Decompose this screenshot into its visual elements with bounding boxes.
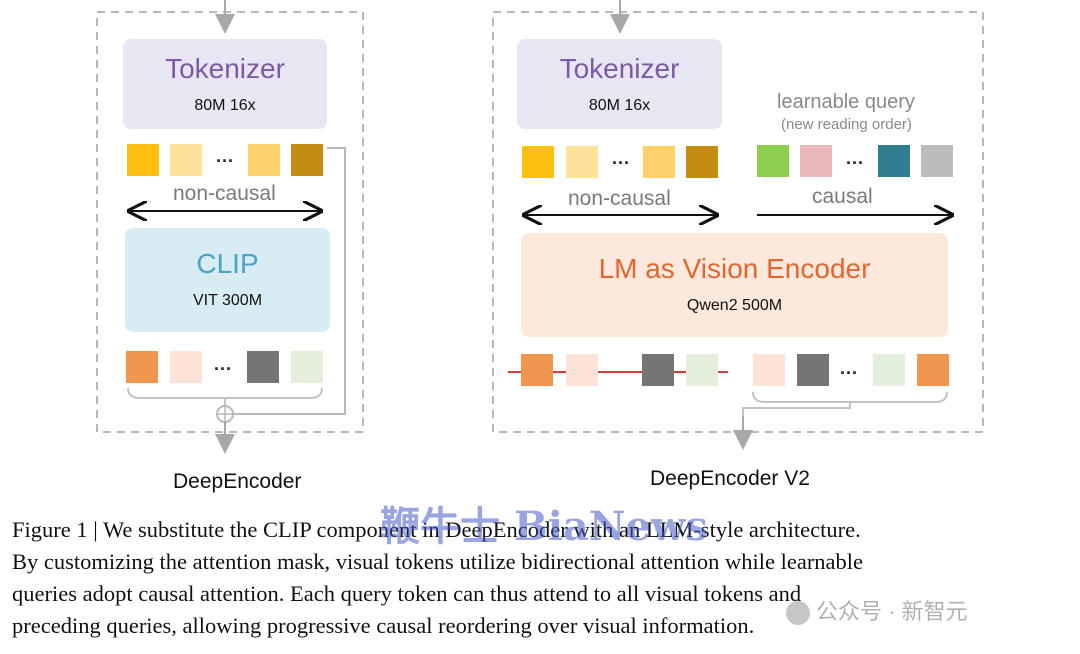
output-token — [291, 351, 323, 383]
clip-spec: VIT 300M — [192, 292, 263, 309]
output-token — [247, 351, 279, 383]
visual-token — [566, 146, 598, 178]
tokenizer-title: Tokenizer — [559, 53, 680, 84]
tokenizer-box-left: Tokenizer 80M 16x — [123, 39, 327, 129]
tokenizer-title: Tokenizer — [165, 53, 285, 84]
output-token — [642, 354, 674, 386]
wechat-watermark-text: 公众号 · 新智元 — [816, 599, 968, 624]
caption-line: Figure 1 | We substitute the CLIP compon… — [12, 517, 861, 542]
output-token — [686, 354, 718, 386]
query-token — [878, 145, 910, 177]
deepencoder-frame — [96, 11, 364, 433]
wechat-icon — [786, 601, 810, 626]
lm-vision-encoder-box: LM as Vision Encoder Qwen2 500M — [521, 233, 948, 337]
token-ellipsis: ... — [216, 146, 235, 166]
non-causal-label: non-causal — [173, 182, 276, 205]
visual-token — [248, 144, 280, 176]
query-token — [921, 145, 953, 177]
figure-caption: Figure 1 | We substitute the CLIP compon… — [12, 514, 1074, 642]
bianews-watermark: 鞭牛士 BiaNews — [380, 503, 708, 550]
deepencoder-v2-label: DeepEncoder V2 — [650, 467, 810, 490]
visual-token — [291, 144, 323, 176]
query-token — [757, 145, 789, 177]
output-bracket-right — [752, 391, 948, 403]
clip-title: CLIP — [196, 248, 259, 279]
token-ellipsis: ... — [846, 148, 865, 168]
new-reading-order-label: (new reading order) — [781, 116, 912, 133]
clip-box: CLIP VIT 300M — [125, 228, 330, 332]
output-bracket-left — [127, 387, 323, 399]
caption-line: By customizing the attention mask, visua… — [12, 549, 864, 574]
wechat-watermark: 公众号 · 新智元 — [786, 594, 968, 626]
tokenizer-box-right: Tokenizer 80M 16x — [517, 39, 722, 129]
deepencoder-label: DeepEncoder — [173, 470, 302, 493]
output-token — [753, 354, 785, 386]
token-ellipsis: ... — [612, 148, 631, 168]
encoder-title: LM as Vision Encoder — [598, 253, 871, 284]
output-token — [917, 354, 949, 386]
token-ellipsis: ... — [214, 354, 233, 374]
token-ellipsis: ... — [840, 358, 859, 378]
architecture-diagram: Tokenizer 80M 16x ... non-causal CLIP VI… — [96, 0, 984, 493]
caption-line: queries adopt causal attention. Each que… — [12, 581, 802, 606]
output-token — [126, 351, 158, 383]
output-token — [797, 354, 829, 386]
learnable-query-label: learnable query — [777, 91, 915, 113]
output-token — [521, 354, 553, 386]
output-token — [873, 354, 905, 386]
output-token — [170, 351, 202, 383]
output-token — [566, 354, 598, 386]
tokenizer-spec: 80M 16x — [588, 97, 651, 114]
visual-token — [643, 146, 675, 178]
encoder-spec: Qwen2 500M — [686, 297, 783, 314]
query-token — [800, 145, 832, 177]
causal-label: causal — [812, 185, 873, 208]
skip-connection — [232, 147, 346, 415]
tokenizer-spec: 80M 16x — [194, 97, 256, 114]
visual-token — [686, 146, 718, 178]
visual-token — [522, 146, 554, 178]
visual-token — [127, 144, 159, 176]
caption-line: preceding queries, allowing progressive … — [12, 613, 755, 638]
non-causal-label: non-causal — [568, 187, 671, 210]
visual-token — [170, 144, 202, 176]
